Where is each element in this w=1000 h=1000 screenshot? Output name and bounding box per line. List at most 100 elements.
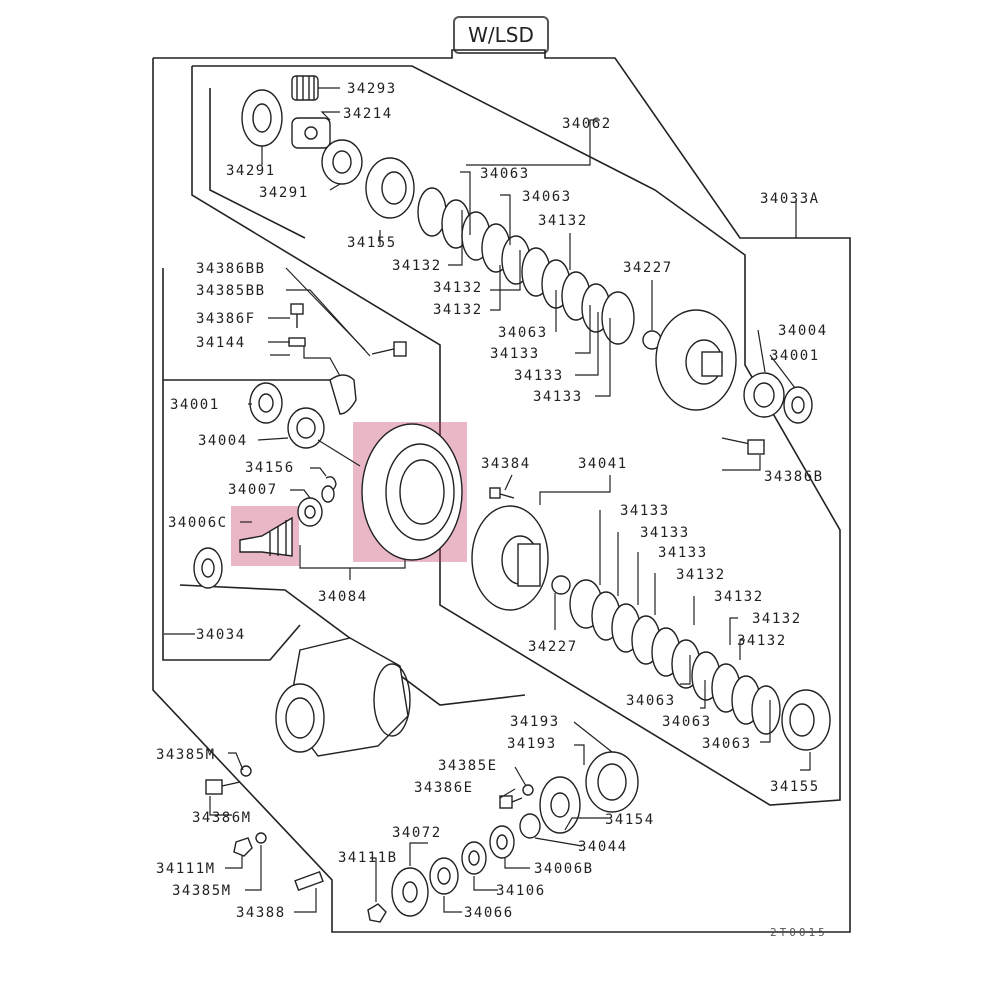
label-34385M-bottom: 34385M: [172, 883, 232, 899]
label-34386E: 34386E: [414, 780, 474, 796]
stud-34388: [294, 870, 324, 892]
label-34291-a: 34291: [226, 163, 276, 179]
bolt-34384: [489, 487, 515, 499]
label-34063-a: 34063: [480, 166, 530, 182]
label-34133-a: 34133: [490, 346, 540, 362]
label-34132-b: 34132: [392, 258, 442, 274]
spacer-34106: [461, 841, 487, 875]
label-34214: 34214: [343, 106, 393, 122]
label-34001-right: 34001: [770, 348, 820, 364]
label-34227-bottom: 34227: [528, 639, 578, 655]
gasket-34193: [585, 751, 639, 813]
label-34144: 34144: [196, 335, 246, 351]
drive-gear-frame: [162, 268, 301, 661]
clip-34144: [288, 337, 306, 347]
spider-34214: [291, 117, 331, 149]
ring-gear: [361, 423, 463, 561]
label-34033A: 34033A: [760, 191, 820, 207]
case-half-34155-top: [365, 157, 415, 219]
label-34293: 34293: [347, 81, 397, 97]
bolt-34386E: [499, 795, 523, 809]
label-34041: 34041: [578, 456, 628, 472]
main-assembly-frame: [152, 49, 851, 933]
label-34193-b: 34193: [507, 736, 557, 752]
label-34132-a: 34132: [538, 213, 588, 229]
label-34132-f: 34132: [714, 589, 764, 605]
label-34004-right: 34004: [778, 323, 828, 339]
label-34386M: 34386M: [192, 810, 252, 826]
label-34133-e: 34133: [640, 525, 690, 541]
label-34132-e: 34132: [676, 567, 726, 583]
label-34132-g: 34132: [752, 611, 802, 627]
seal-34044: [519, 813, 541, 839]
case-half-34155-bottom: [781, 689, 831, 751]
clutch-plate-stack-top: [417, 187, 635, 345]
label-34154: 34154: [605, 812, 655, 828]
label-34388: 34388: [236, 905, 286, 921]
bearing-cap: [329, 374, 357, 415]
bearing-34004-right: [743, 372, 785, 418]
label-34227-top: 34227: [623, 260, 673, 276]
label-34291-b: 34291: [259, 185, 309, 201]
diagram-title: W/LSD: [453, 16, 549, 54]
label-34034: 34034: [196, 627, 246, 643]
label-34155-top: 34155: [347, 235, 397, 251]
side-gear-34291-left: [241, 89, 283, 147]
clutch-plate-stack-bottom: [569, 579, 781, 735]
label-34133-b: 34133: [514, 368, 564, 384]
label-34386F: 34386F: [196, 311, 256, 327]
washer-34385M-top: [240, 765, 252, 777]
bearing-34006B: [489, 825, 515, 859]
label-34132-c: 34132: [433, 280, 483, 296]
bolt-34386B: [721, 437, 765, 455]
bearing-34006-front: [193, 547, 223, 589]
label-34132-h: 34132: [737, 633, 787, 649]
footer-code: 2T0015: [770, 926, 828, 939]
extension-housing-34154: [539, 776, 581, 834]
bearing-34004-left: [287, 407, 325, 449]
leader-lines: [164, 87, 811, 913]
bolt-34386M: [205, 779, 241, 795]
label-34193-a: 34193: [510, 714, 560, 730]
side-gear-34291-right: [321, 139, 363, 185]
label-34386BB: 34386BB: [196, 261, 266, 277]
label-34063-b: 34063: [522, 189, 572, 205]
bearing-34006C: [297, 497, 323, 527]
label-34066: 34066: [464, 905, 514, 921]
label-34111B: 34111B: [338, 850, 398, 866]
label-34386B: 34386B: [764, 469, 824, 485]
bolt-34386F: [290, 303, 304, 328]
washer-34385M-bottom: [255, 832, 267, 844]
label-34156: 34156: [245, 460, 295, 476]
lsd-inner-frame: [209, 88, 306, 239]
label-34133-c: 34133: [533, 389, 583, 405]
label-34004-left: 34004: [198, 433, 248, 449]
label-34106: 34106: [496, 883, 546, 899]
washer-34385E: [522, 784, 534, 796]
label-34006B: 34006B: [534, 861, 594, 877]
label-34111M: 34111M: [156, 861, 216, 877]
shim-34227-bottom: [551, 575, 571, 595]
oil-seal-34066: [429, 857, 459, 895]
label-34072: 34072: [392, 825, 442, 841]
bolt-34385BB: [371, 341, 407, 357]
lsd-case-frame: [191, 65, 841, 806]
label-34063-c: 34063: [498, 325, 548, 341]
label-34155-bottom: 34155: [770, 779, 820, 795]
label-34385M-top: 34385M: [156, 747, 216, 763]
label-34132-d: 34132: [433, 302, 483, 318]
label-34063-f: 34063: [702, 736, 752, 752]
pinion-gear-34293: [291, 75, 319, 101]
label-34084: 34084: [318, 589, 368, 605]
label-34063-d: 34063: [626, 693, 676, 709]
label-34384: 34384: [481, 456, 531, 472]
flange-34072: [391, 867, 429, 917]
carrier-housing-34034: [275, 637, 411, 757]
diff-case-34033A: [655, 309, 737, 411]
label-34001-left: 34001: [170, 397, 220, 413]
collar-34007: [321, 485, 335, 503]
label-34006C: 34006C: [168, 515, 228, 531]
label-34133-f: 34133: [658, 545, 708, 561]
nut-34111B: [367, 903, 387, 923]
